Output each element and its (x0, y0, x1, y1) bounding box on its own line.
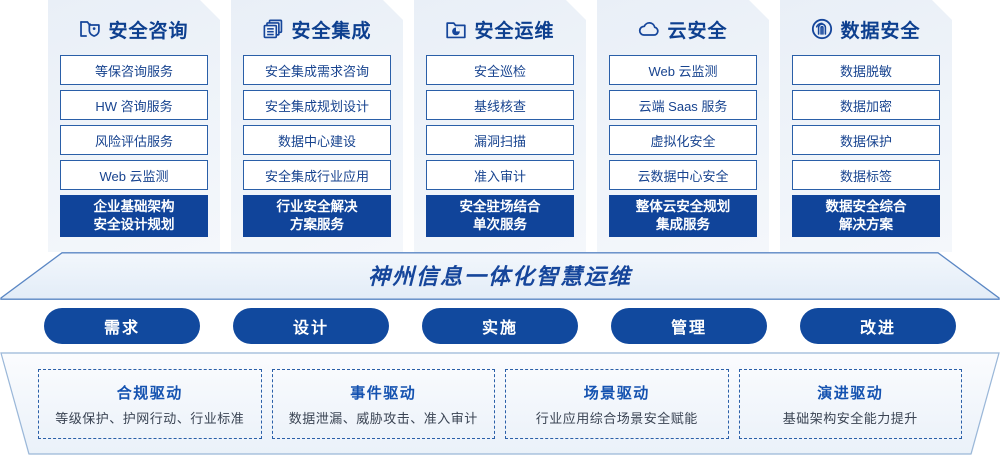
drivers-row: 合规驱动 等级保护、护网行动、行业标准 事件驱动 数据泄漏、威胁攻击、准入审计 … (0, 352, 1000, 456)
service-column-data-security[interactable]: 数据安全 数据脱敏 数据加密 数据保护 数据标签 数据安全综合 解决方案 (780, 0, 952, 252)
column-header: 安全运维 (426, 10, 574, 48)
pill-demand[interactable]: 需求 (44, 308, 200, 344)
service-item[interactable]: 安全巡检 (426, 55, 574, 85)
lifecycle-pills: 需求 设计 实施 管理 改进 (0, 308, 1000, 344)
column-title: 安全运维 (474, 20, 555, 42)
highlight-line-2: 方案服务 (290, 217, 344, 232)
column-header: 安全咨询 (60, 10, 208, 48)
driver-compliance[interactable]: 合规驱动 等级保护、护网行动、行业标准 (38, 369, 262, 439)
pill-management[interactable]: 管理 (611, 308, 767, 344)
column-header: 云安全 (609, 10, 757, 48)
highlight-line-2: 单次服务 (473, 217, 527, 232)
column-title: 安全集成 (291, 20, 372, 42)
service-item[interactable]: Web 云监测 (609, 55, 757, 85)
highlight-line-2: 解决方案 (839, 217, 893, 232)
service-item[interactable]: 风险评估服务 (60, 125, 208, 155)
service-highlight[interactable]: 整体云安全规划 集成服务 (609, 195, 757, 237)
fingerprint-icon (811, 18, 833, 40)
service-highlight[interactable]: 企业基础架构 安全设计规划 (60, 195, 208, 237)
service-item[interactable]: 安全集成行业应用 (243, 160, 391, 190)
pill-improvement[interactable]: 改进 (800, 308, 956, 344)
driver-subtitle: 基础架构安全能力提升 (782, 410, 918, 426)
folder-chart-icon (445, 18, 467, 40)
highlight-line-1: 整体云安全规划 (635, 198, 731, 214)
column-title: 安全咨询 (108, 20, 189, 42)
service-item[interactable]: 云端 Saas 服务 (609, 90, 757, 120)
folder-shield-icon (79, 18, 101, 40)
pill-implementation[interactable]: 实施 (422, 308, 578, 344)
cloud-icon (638, 18, 660, 40)
driver-title: 演进驱动 (817, 384, 884, 402)
driver-evolution[interactable]: 演进驱动 基础架构安全能力提升 (738, 369, 962, 439)
service-column-cloud-security[interactable]: 云安全 Web 云监测 云端 Saas 服务 虚拟化安全 云数据中心安全 整体云… (597, 0, 769, 252)
driver-title: 合规驱动 (116, 384, 183, 402)
column-header: 安全集成 (243, 10, 391, 48)
service-item[interactable]: 数据标签 (792, 160, 940, 190)
driver-subtitle: 等级保护、护网行动、行业标准 (55, 410, 245, 426)
service-item[interactable]: 安全集成规划设计 (243, 90, 391, 120)
driver-subtitle: 行业应用综合场景安全赋能 (535, 410, 698, 426)
service-item[interactable]: 漏洞扫描 (426, 125, 574, 155)
service-item[interactable]: 安全集成需求咨询 (243, 55, 391, 85)
column-title: 云安全 (667, 20, 728, 42)
highlight-line-1: 数据安全综合 (825, 198, 907, 214)
service-item[interactable]: 准入审计 (426, 160, 574, 190)
service-item[interactable]: 等保咨询服务 (60, 55, 208, 85)
column-title: 数据安全 (840, 20, 921, 42)
driver-incident[interactable]: 事件驱动 数据泄漏、威胁攻击、准入审计 (271, 369, 495, 439)
platform-banner: 神州信息一体化智慧运维 (0, 252, 1000, 300)
service-column-security-operations[interactable]: 安全运维 安全巡检 基线核查 漏洞扫描 准入审计 安全驻场结合 单次服务 (414, 0, 586, 252)
service-highlight[interactable]: 安全驻场结合 单次服务 (426, 195, 574, 237)
service-item[interactable]: Web 云监测 (60, 160, 208, 190)
service-item[interactable]: 数据加密 (792, 90, 940, 120)
service-item[interactable]: 数据脱敏 (792, 55, 940, 85)
driver-title: 场景驱动 (583, 384, 650, 402)
highlight-line-1: 安全驻场结合 (459, 198, 541, 214)
pill-design[interactable]: 设计 (233, 308, 389, 344)
highlight-line-1: 企业基础架构 (93, 198, 175, 214)
column-header: 数据安全 (792, 10, 940, 48)
service-item[interactable]: 基线核查 (426, 90, 574, 120)
highlight-line-1: 行业安全解决 (276, 198, 358, 214)
service-column-security-integration[interactable]: 安全集成 安全集成需求咨询 安全集成规划设计 数据中心建设 安全集成行业应用 行… (231, 0, 403, 252)
service-column-security-consulting[interactable]: 安全咨询 等保咨询服务 HW 咨询服务 风险评估服务 Web 云监测 企业基础架… (48, 0, 220, 252)
service-item[interactable]: HW 咨询服务 (60, 90, 208, 120)
service-highlight[interactable]: 行业安全解决 方案服务 (243, 195, 391, 237)
service-item[interactable]: 云数据中心安全 (609, 160, 757, 190)
platform-banner-title: 神州信息一体化智慧运维 (367, 264, 632, 289)
driver-title: 事件驱动 (350, 384, 417, 402)
highlight-line-2: 安全设计规划 (93, 217, 175, 232)
service-highlight[interactable]: 数据安全综合 解决方案 (792, 195, 940, 237)
highlight-line-2: 集成服务 (656, 217, 710, 232)
service-item[interactable]: 虚拟化安全 (609, 125, 757, 155)
service-item[interactable]: 数据保护 (792, 125, 940, 155)
stacked-documents-icon (262, 18, 284, 40)
driver-scenario[interactable]: 场景驱动 行业应用综合场景安全赋能 (505, 369, 729, 439)
driver-subtitle: 数据泄漏、威胁攻击、准入审计 (288, 410, 478, 426)
service-item[interactable]: 数据中心建设 (243, 125, 391, 155)
service-columns: 安全咨询 等保咨询服务 HW 咨询服务 风险评估服务 Web 云监测 企业基础架… (0, 0, 1000, 252)
